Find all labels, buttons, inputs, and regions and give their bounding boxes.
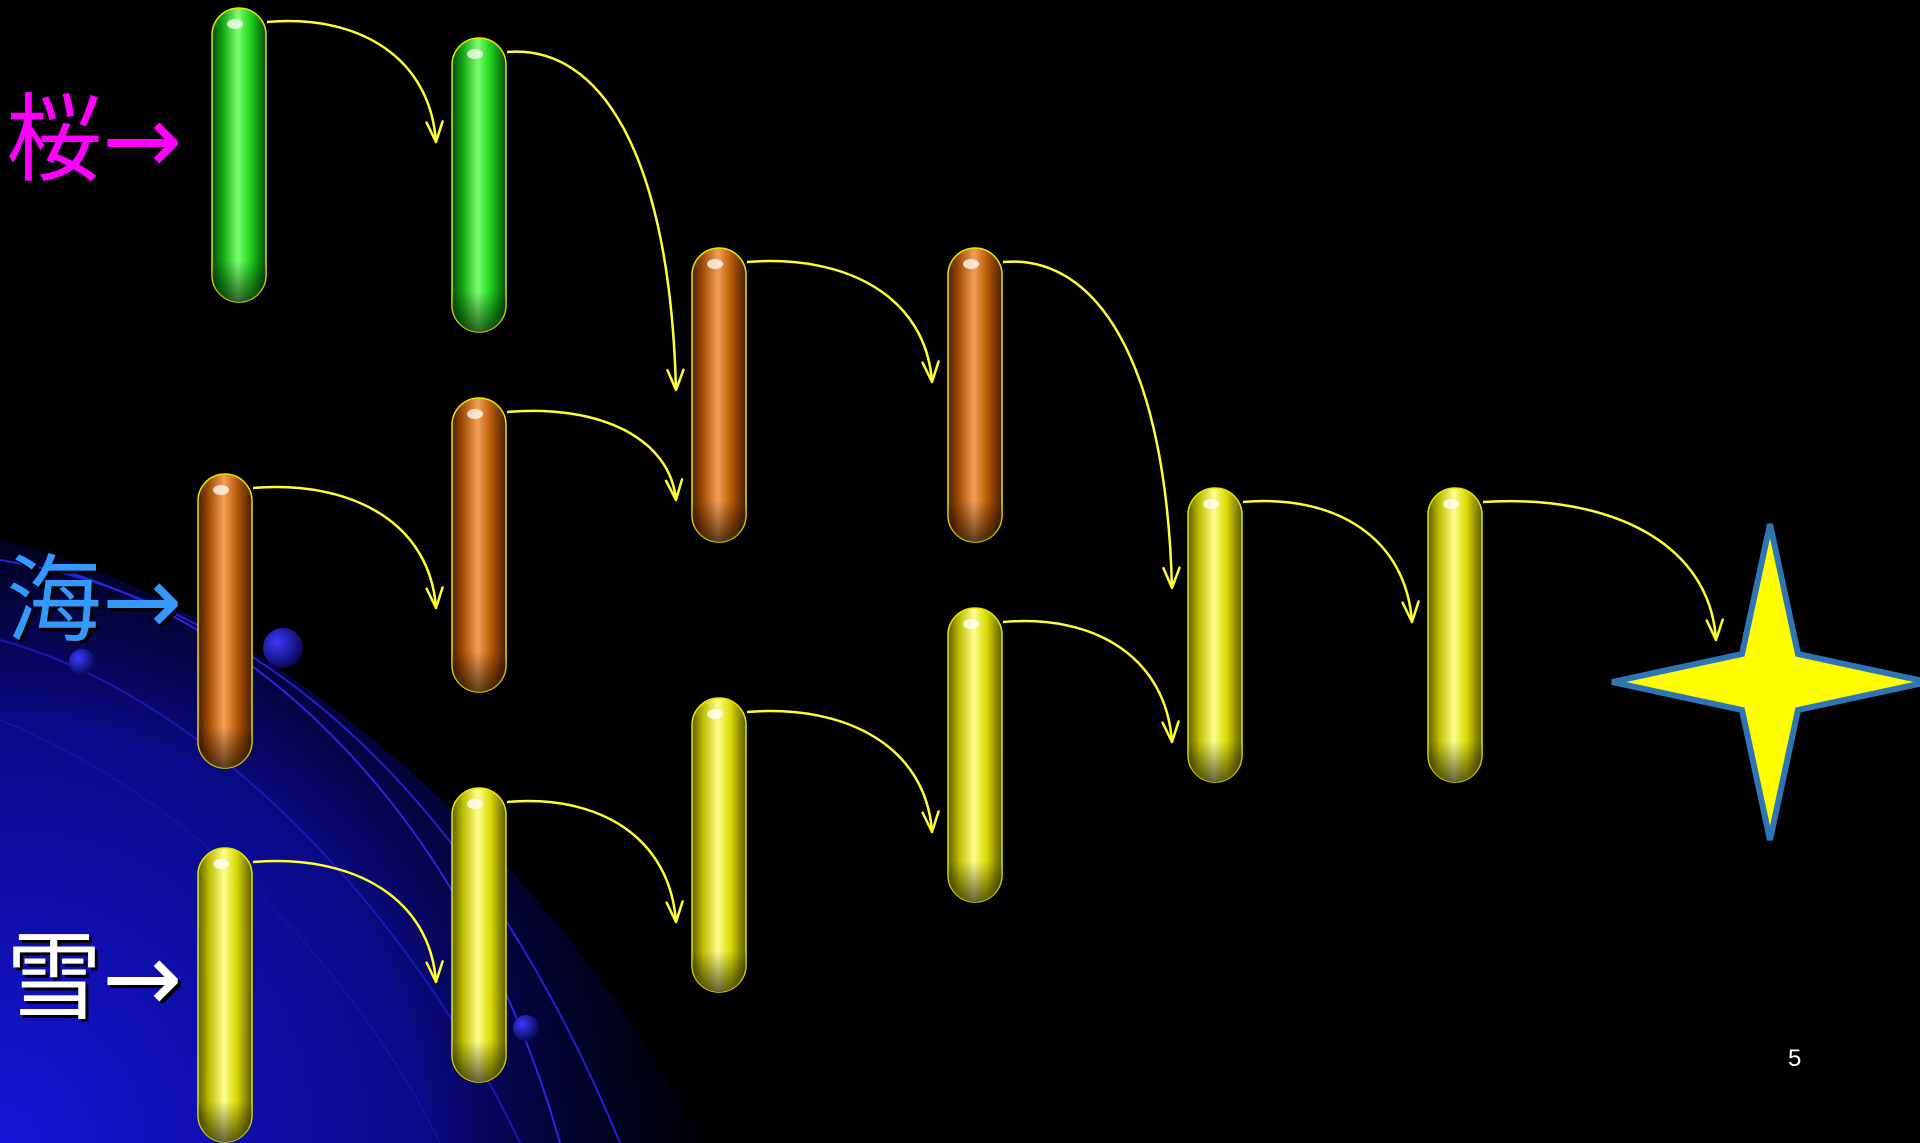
- yellow-rod: [692, 698, 746, 992]
- orange-rod: [948, 248, 1002, 542]
- row-label-sakura: 桜→: [6, 92, 182, 188]
- orange-rod: [692, 248, 746, 542]
- yellow-rod: [198, 848, 252, 1142]
- orange-rod: [198, 474, 252, 768]
- yellow-rod: [948, 608, 1002, 902]
- orange-rod: [452, 398, 506, 692]
- green-rod: [212, 8, 266, 302]
- flow-arrow: [1483, 501, 1723, 640]
- yellow-rod: [452, 788, 506, 1082]
- flow-arrow: [1243, 501, 1419, 622]
- yellow-rod: [1188, 488, 1242, 782]
- flow-arrow: [267, 21, 443, 142]
- flow-arrow: [507, 801, 683, 922]
- flow-arrow: [507, 411, 682, 500]
- page-number: 5: [1788, 1045, 1801, 1073]
- star-icon: [1612, 524, 1920, 840]
- yellow-rod: [1428, 488, 1482, 782]
- row-label-umi: 海→: [6, 553, 182, 649]
- row-label-yuki: 雪→: [6, 930, 182, 1026]
- flow-arrow: [1003, 262, 1179, 588]
- green-rod: [452, 38, 506, 332]
- flow-arrow: [1003, 621, 1179, 742]
- flow-arrow: [253, 861, 443, 982]
- flow-arrow: [507, 52, 683, 390]
- flow-arrow: [253, 487, 443, 608]
- flow-arrow: [747, 711, 939, 832]
- flow-arrow: [747, 261, 939, 382]
